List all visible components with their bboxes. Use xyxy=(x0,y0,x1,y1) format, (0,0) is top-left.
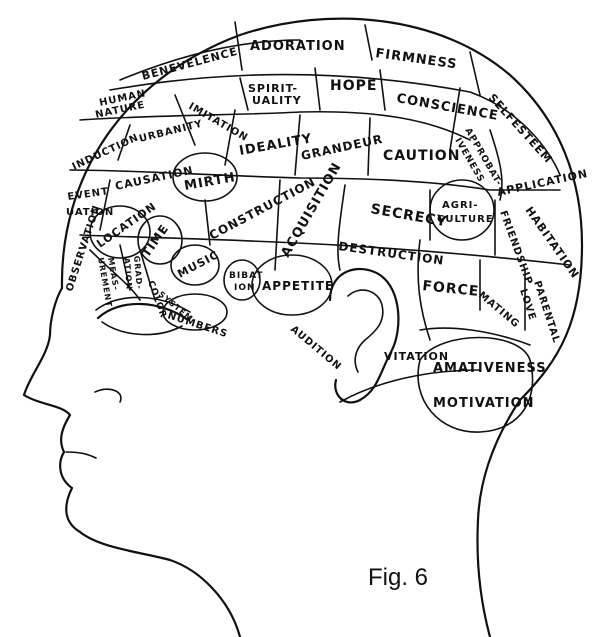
numbers-bubble xyxy=(162,293,228,331)
label-habitation: HABITATION xyxy=(523,204,582,281)
music-bubble xyxy=(170,244,220,286)
appetite-bubble xyxy=(251,254,333,316)
label-mating: MATING xyxy=(476,290,521,331)
label-agriculture-2: CULTURE xyxy=(437,214,494,225)
agriculture-bubble xyxy=(429,179,495,241)
time-bubble xyxy=(137,215,183,265)
ear-outline xyxy=(328,267,400,404)
label-spirituality-2: UALITY xyxy=(252,94,302,107)
eye-crease xyxy=(95,296,191,313)
label-time: TIME xyxy=(139,222,172,260)
mouth-line xyxy=(65,451,97,459)
label-gradation-2: ATION xyxy=(122,257,134,290)
label-music: MUSIC xyxy=(175,248,221,281)
label-selfesteem: SELFESTEEM xyxy=(486,91,555,166)
label-grandeur: GRANDEUR xyxy=(300,132,385,163)
head-outline xyxy=(60,17,584,637)
face-profile xyxy=(22,286,242,637)
ear-inner xyxy=(347,289,384,373)
label-destruction: DESTRUCTION xyxy=(338,239,446,268)
label-numbers: NUMBERS xyxy=(166,310,229,340)
neck-line xyxy=(339,369,481,403)
bibation-bubble xyxy=(223,259,261,301)
label-hope: HOPE xyxy=(330,78,377,94)
label-eventuation-2: UATION xyxy=(66,207,114,218)
nostril xyxy=(94,388,122,403)
label-friendship: FRIENDSHIP xyxy=(497,209,534,286)
amativeness-bubble xyxy=(417,336,534,433)
label-caution: CAUTION xyxy=(383,148,460,164)
label-conscience: CONSCIENCE xyxy=(395,91,499,124)
label-gradation-1: GRAD- xyxy=(132,255,144,290)
label-eventuation-1: EVENT xyxy=(67,186,110,203)
label-spirituality-1: SPIRIT- xyxy=(248,82,298,95)
label-amativeness: AMATIVENESS xyxy=(433,361,547,376)
label-adoration: ADORATION xyxy=(250,39,346,54)
label-appetite: APPETITE xyxy=(262,279,334,293)
label-motivation: MOTIVATION xyxy=(433,396,535,411)
label-bibation-1: BIBAT xyxy=(229,271,263,281)
label-firmness: FIRMNESS xyxy=(374,46,458,72)
label-agriculture-1: AGRI- xyxy=(442,200,479,211)
eye-lid-upper xyxy=(96,302,190,322)
mirth-bubble xyxy=(172,152,238,202)
label-audition: AUDITION xyxy=(288,324,343,373)
label-vitation: VITATION xyxy=(384,350,449,363)
figure-caption: Fig. 6 xyxy=(368,564,428,591)
eye-lid-lower xyxy=(101,321,183,336)
location-bubble xyxy=(89,205,151,259)
label-bibation-2: ION xyxy=(234,283,256,293)
label-force: FORCE xyxy=(422,278,480,300)
